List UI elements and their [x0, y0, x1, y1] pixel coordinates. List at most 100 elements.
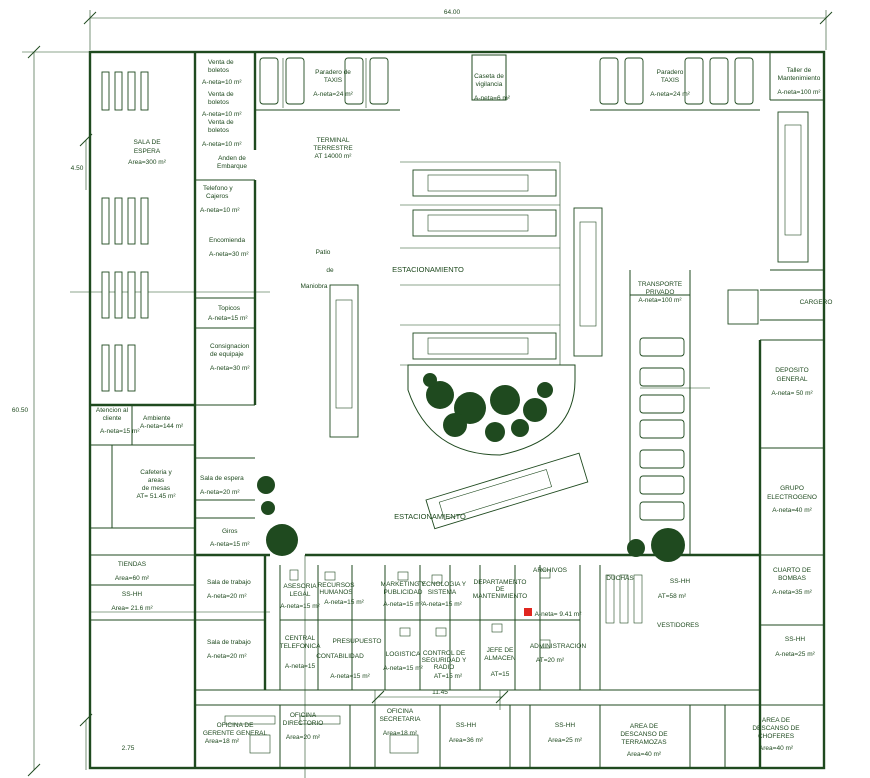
svg-text:CENTRAL: CENTRAL — [285, 635, 316, 642]
svg-text:de equipaje: de equipaje — [210, 351, 244, 358]
label-venta-1: Venta de boletos A-neta=10 m² — [202, 59, 242, 86]
svg-text:de: de — [326, 267, 334, 274]
svg-text:A-neta=30 m²: A-neta=30 m² — [209, 251, 249, 258]
label-grupo: GRUPO ELECTROGENO A-neta=40 m² — [767, 485, 817, 514]
label-jefe: JEFE DE ALMACEN AT=15 — [484, 647, 516, 678]
svg-text:GERENTE GENERAL: GERENTE GENERAL — [203, 730, 268, 737]
svg-text:boletos: boletos — [208, 99, 230, 106]
svg-text:DESCANSO DE: DESCANSO DE — [752, 725, 800, 732]
svg-text:Area=25 m²: Area=25 m² — [548, 737, 583, 744]
garden-area — [407, 364, 576, 456]
svg-text:TERRAMOZAS: TERRAMOZAS — [621, 739, 667, 746]
taxi-parking-top-left — [259, 57, 389, 108]
svg-text:A-neta=24 m²: A-neta=24 m² — [313, 91, 353, 98]
svg-text:PRIVADO: PRIVADO — [646, 289, 675, 296]
svg-text:Area=20 m²: Area=20 m² — [286, 734, 321, 741]
dimension-top: 64.00 — [83, 9, 833, 50]
label-control: CONTROL DE SEGURIDAD Y RADIO AT=15 m² — [422, 650, 467, 680]
label-gerente: OFICINA DE GERENTE GENERAL Area=18 m² — [203, 722, 268, 745]
label-taller: Taller de Mantenimiento A-neta=100 m² — [777, 67, 821, 96]
label-cargero: CARGERO — [800, 299, 833, 306]
svg-text:GENERAL: GENERAL — [776, 376, 807, 383]
svg-text:AT=15 m²: AT=15 m² — [434, 673, 463, 680]
svg-text:A-neta=6 m²: A-neta=6 m² — [474, 95, 511, 102]
svg-text:A-neta=20 m²: A-neta=20 m² — [200, 489, 240, 496]
label-cuarto-bombas: CUARTO DE BOMBAS A-neta=35 m² — [772, 567, 812, 596]
svg-text:A-neta=15 m²: A-neta=15 m² — [324, 599, 364, 606]
svg-text:SISTEMA: SISTEMA — [428, 589, 457, 596]
office-furniture — [224, 569, 643, 754]
label-sshh-b2: SS-HH Area=25 m² — [548, 722, 583, 744]
svg-text:ARCHIVOS: ARCHIVOS — [533, 567, 568, 574]
svg-text:DEPARTAMENTO: DEPARTAMENTO — [474, 579, 527, 586]
svg-text:Topicos: Topicos — [218, 305, 241, 312]
label-venta-2: Venta de boletos A-neta=10 m² — [202, 91, 242, 118]
dim-total-width: 64.00 — [444, 9, 461, 16]
svg-text:Cafeteria y: Cafeteria y — [140, 469, 172, 476]
label-descanso-terramozas: AREA DE DESCANSO DE TERRAMOZAS Area=40 m… — [620, 723, 668, 758]
svg-text:Cajeros: Cajeros — [206, 193, 229, 200]
label-sala-trabajo-1: Sala de trabajo A-neta=20 m² — [207, 579, 251, 600]
svg-text:CUARTO DE: CUARTO DE — [773, 567, 812, 574]
label-telefonos: Telefono y Cajeros A-neta=10 m² — [200, 185, 240, 214]
label-asesoria: ASESORIA LEGAL A-neta=15 m² — [280, 583, 320, 610]
svg-text:Consignacion: Consignacion — [210, 343, 250, 350]
svg-text:AREA DE: AREA DE — [630, 723, 659, 730]
label-departamento: DEPARTAMENTO DE MANTENIMIENTO — [473, 579, 527, 600]
svg-text:Caseta de: Caseta de — [474, 73, 504, 80]
svg-text:Sala de trabajo: Sala de trabajo — [207, 579, 251, 586]
svg-text:Area=300 m²: Area=300 m² — [128, 159, 167, 166]
svg-text:AT 14000 m²: AT 14000 m² — [315, 153, 353, 160]
svg-text:PUBLICIDAD: PUBLICIDAD — [383, 589, 422, 596]
svg-text:ESPERA: ESPERA — [134, 148, 161, 155]
label-encomienda: Encomienda A-neta=30 m² — [209, 237, 249, 258]
svg-text:ASESORIA: ASESORIA — [283, 583, 317, 590]
label-contabilidad: CONTABILIDAD A-neta=15 m² — [316, 653, 370, 680]
label-ambiente: Ambiente A-neta=144 m² — [140, 415, 184, 430]
label-central: CENTRAL TELEFONICA A-neta=15 — [280, 635, 321, 670]
svg-text:Sala de trabajo: Sala de trabajo — [207, 639, 251, 646]
label-paradero-1: Paradero de TAXIS A-neta=24 m² — [313, 69, 353, 98]
svg-text:SECRETARIA: SECRETARIA — [379, 716, 421, 723]
svg-text:A-neta=30 m²: A-neta=30 m² — [210, 365, 250, 372]
label-sala-trabajo-2: Sala de trabajo A-neta=20 m² — [207, 639, 251, 660]
label-tiendas: TIENDAS Area=60 m² — [115, 561, 150, 582]
svg-text:Area=40 m²: Area=40 m² — [759, 745, 794, 752]
svg-text:Patio: Patio — [316, 249, 331, 256]
label-cafeteria: Cafeteria y areas de mesas AT= 51.45 m² — [136, 469, 176, 500]
buses — [329, 111, 809, 530]
svg-text:A-neta=100 m²: A-neta=100 m² — [638, 297, 682, 304]
site-boundary — [88, 50, 826, 770]
svg-text:Venta de: Venta de — [208, 91, 234, 98]
svg-text:Venta de: Venta de — [208, 119, 234, 126]
label-marketing: MARKETING Y PUBLICIDAD A-neta=15 m² — [381, 581, 426, 608]
svg-text:A-neta=15 m²: A-neta=15 m² — [100, 428, 140, 435]
svg-text:A-neta=15 m²: A-neta=15 m² — [330, 673, 370, 680]
svg-text:GRUPO: GRUPO — [780, 485, 804, 492]
svg-text:ADMINISTRACION: ADMINISTRACION — [530, 643, 587, 650]
svg-text:OFICINA DE: OFICINA DE — [217, 722, 255, 729]
svg-text:A-neta=15 m²: A-neta=15 m² — [210, 541, 250, 548]
svg-text:ALMACEN: ALMACEN — [484, 655, 516, 662]
svg-text:Maniobra: Maniobra — [300, 283, 327, 290]
label-presupuesto: PRESUPUESTO — [332, 638, 381, 645]
svg-text:JEFE DE: JEFE DE — [487, 647, 514, 654]
label-transporte: TRANSPORTE PRIVADO A-neta=100 m² — [638, 281, 683, 304]
dim-total-height: 60.50 — [12, 407, 29, 414]
svg-text:AT=15: AT=15 — [491, 671, 510, 678]
label-patio: Patio de Maniobra — [300, 249, 334, 290]
svg-text:SS-HH: SS-HH — [456, 722, 477, 729]
svg-text:SEGURIDAD Y: SEGURIDAD Y — [422, 657, 467, 664]
dim-inner-width: 11.45 — [432, 689, 448, 696]
svg-text:Giros: Giros — [222, 528, 238, 535]
label-tecnologia: TECNOLOGIA Y SISTEMA A-neta=15 m² — [418, 581, 467, 608]
svg-text:LOGISTICA: LOGISTICA — [386, 651, 421, 658]
waiting-benches — [101, 71, 149, 392]
svg-text:Ambiente: Ambiente — [143, 415, 171, 422]
dimension-inner: 11.45 — [371, 689, 509, 704]
svg-text:A-neta=10 m²: A-neta=10 m² — [202, 141, 242, 148]
svg-text:Anden de: Anden de — [218, 155, 246, 162]
svg-text:MARKETING Y: MARKETING Y — [381, 581, 426, 588]
svg-text:ELECTROGENO: ELECTROGENO — [767, 494, 817, 501]
svg-text:A-neta= 50 m²: A-neta= 50 m² — [771, 390, 813, 397]
